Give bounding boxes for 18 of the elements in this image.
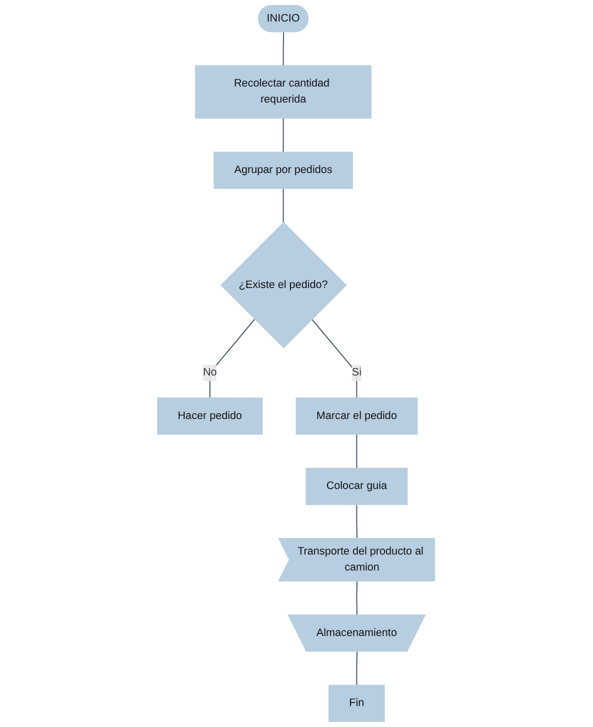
node-box: Fin bbox=[329, 684, 386, 722]
edge-label: Si bbox=[352, 366, 362, 378]
connector bbox=[356, 652, 358, 686]
connector bbox=[356, 504, 358, 539]
node-box: Colocar guia bbox=[306, 468, 408, 505]
connector bbox=[283, 32, 285, 66]
connector bbox=[210, 318, 256, 398]
connector bbox=[283, 188, 284, 222]
node-box: Agrupar por pedidos bbox=[214, 152, 354, 189]
connector bbox=[356, 434, 358, 468]
node-diamond: ¿Existe el pedido? bbox=[220, 222, 348, 348]
node-box: Hacer pedido bbox=[158, 398, 264, 435]
node-box: Marcar el pedido bbox=[296, 398, 418, 435]
connector bbox=[283, 118, 284, 152]
connector bbox=[356, 581, 358, 616]
connector bbox=[312, 318, 358, 398]
edge-label: No bbox=[203, 366, 218, 378]
node-box: Recolectar cantidad requerida bbox=[196, 65, 372, 119]
